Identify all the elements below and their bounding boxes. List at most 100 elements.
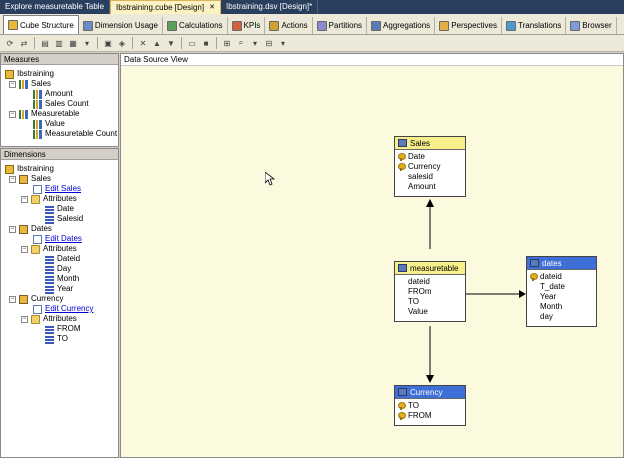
attribute-item[interactable]: Salesid bbox=[45, 214, 83, 224]
measure-item[interactable]: Amount bbox=[33, 89, 73, 99]
doc-tab[interactable]: Explore measuretable Table bbox=[0, 0, 111, 14]
tree-cube-root[interactable]: Ibstraining bbox=[5, 69, 54, 79]
collapse-icon[interactable]: − bbox=[9, 175, 16, 183]
edit-dimension-link[interactable]: Edit Currency bbox=[33, 304, 93, 314]
doc-tab[interactable]: Ibstraining.dsv [Design]* bbox=[221, 0, 319, 14]
dsv-column[interactable]: dateid bbox=[527, 272, 596, 282]
measure-item[interactable]: Measuretable Count bbox=[33, 129, 117, 139]
zoom-icon[interactable]: ⌕ bbox=[238, 38, 244, 47]
dsv-column[interactable]: FROM bbox=[395, 411, 465, 421]
collapse-icon[interactable]: − bbox=[9, 110, 16, 118]
designer-tab[interactable]: Browser bbox=[566, 17, 617, 34]
dsv-table-header[interactable]: measuretable bbox=[395, 262, 465, 275]
attribute-item[interactable]: Day bbox=[45, 264, 71, 274]
dsv-column[interactable]: Value bbox=[395, 307, 465, 317]
designer-tab[interactable]: Dimension Usage bbox=[79, 17, 163, 34]
arrange-dropdown-icon[interactable]: ▾ bbox=[280, 38, 285, 48]
attributes-folder[interactable]: −Attributes bbox=[21, 314, 77, 324]
designer-tab[interactable]: Actions bbox=[265, 17, 313, 34]
dsv-column-name: TO bbox=[408, 297, 419, 306]
designer-tab[interactable]: Cube Structure bbox=[3, 15, 79, 34]
attribute-icon bbox=[45, 214, 54, 224]
dsv-column[interactable]: T_date bbox=[527, 282, 596, 292]
measure-item[interactable]: Value bbox=[33, 119, 65, 129]
edit-dimension-link[interactable]: Edit Dates bbox=[33, 234, 82, 244]
collapse-icon[interactable]: − bbox=[9, 295, 16, 303]
reconnect-icon[interactable]: ⇄ bbox=[20, 38, 28, 48]
dsv-column[interactable]: day bbox=[527, 312, 596, 322]
dsv-column[interactable]: FROm bbox=[395, 287, 465, 297]
dsv-column[interactable]: Year bbox=[527, 292, 596, 302]
attribute-item[interactable]: TO bbox=[45, 334, 68, 344]
attribute-item[interactable]: Dateid bbox=[45, 254, 80, 264]
dimension-node[interactable]: −Dates bbox=[9, 224, 52, 234]
dsv-column[interactable]: TO bbox=[395, 297, 465, 307]
dropdown-arrow-icon[interactable]: ▾ bbox=[84, 38, 89, 48]
collapse-icon[interactable]: − bbox=[21, 315, 28, 323]
tree-item-label: FROM bbox=[57, 324, 81, 333]
attribute-item[interactable]: FROM bbox=[45, 324, 81, 334]
dsv-table-header[interactable]: Sales bbox=[395, 137, 465, 150]
dsv-column[interactable]: Amount bbox=[395, 182, 465, 192]
designer-tab[interactable]: Calculations bbox=[163, 17, 228, 34]
edit-dimension-link[interactable]: Edit Sales bbox=[33, 184, 81, 194]
add-cube-dimension-icon[interactable]: ▣ bbox=[104, 38, 112, 48]
dsv-column[interactable]: salesid bbox=[395, 172, 465, 182]
new-linked-object-icon[interactable]: ◈ bbox=[118, 38, 126, 48]
tree-item-label: Measuretable bbox=[31, 109, 80, 118]
dimension-node[interactable]: −Currency bbox=[9, 294, 63, 304]
designer-tab[interactable]: Partitions bbox=[313, 17, 368, 34]
edit-dimension-link-label[interactable]: Edit Currency bbox=[45, 304, 94, 313]
edit-dimension-link-label[interactable]: Edit Dates bbox=[45, 234, 82, 243]
dsv-column[interactable]: TO bbox=[395, 401, 465, 411]
dsv-column[interactable]: Currency bbox=[395, 162, 465, 172]
attribute-item[interactable]: Date bbox=[45, 204, 74, 214]
delete-icon[interactable]: ✕ bbox=[139, 38, 147, 48]
arrange-tables-icon[interactable]: ⊟ bbox=[265, 38, 273, 48]
designer-tab[interactable]: Translations bbox=[502, 17, 567, 34]
edit-dimension-link-label[interactable]: Edit Sales bbox=[45, 184, 82, 193]
dsv-column[interactable]: dateid bbox=[395, 277, 465, 287]
attribute-item[interactable]: Month bbox=[45, 274, 79, 284]
dsv-column[interactable]: Month bbox=[527, 302, 596, 312]
attribute-item[interactable]: Year bbox=[45, 284, 73, 294]
dsv-column[interactable]: Date bbox=[395, 152, 465, 162]
tree-item-label: Day bbox=[57, 264, 72, 273]
collapse-icon[interactable]: − bbox=[21, 195, 28, 203]
designer-tab[interactable]: KPIs bbox=[228, 17, 266, 34]
new-measure-icon[interactable]: ▤ bbox=[41, 38, 49, 48]
move-up-icon[interactable]: ▲ bbox=[153, 38, 161, 48]
hide-table-icon[interactable]: ■ bbox=[203, 38, 209, 48]
zoom-dropdown-icon[interactable]: ▾ bbox=[252, 38, 257, 48]
show-measures-grid-icon[interactable]: ▦ bbox=[69, 38, 77, 48]
measure-icon bbox=[33, 99, 42, 109]
dsv-table-header[interactable]: Currency bbox=[395, 386, 465, 399]
measure-group[interactable]: −Sales bbox=[9, 79, 51, 89]
new-measure-group-icon[interactable]: ▥ bbox=[55, 38, 63, 48]
close-icon[interactable]: ✕ bbox=[209, 3, 215, 11]
dimension-node[interactable]: −Sales bbox=[9, 174, 51, 184]
refresh-icon[interactable]: ⟳ bbox=[6, 38, 14, 48]
move-down-icon[interactable]: ▼ bbox=[167, 38, 175, 48]
dsv-table-header[interactable]: dates bbox=[527, 257, 596, 270]
collapse-icon[interactable]: − bbox=[9, 80, 16, 88]
designer-tab[interactable]: Aggregations bbox=[367, 17, 436, 34]
measure-item[interactable]: Sales Count bbox=[33, 99, 89, 109]
collapse-icon[interactable]: − bbox=[21, 245, 28, 253]
show-table-icon[interactable]: ▭ bbox=[188, 38, 196, 48]
attributes-folder[interactable]: −Attributes bbox=[21, 244, 77, 254]
measure-group[interactable]: − Measuretable bbox=[9, 109, 79, 119]
attributes-folder[interactable]: −Attributes bbox=[21, 194, 77, 204]
designer-tab[interactable]: Perspectives bbox=[435, 17, 502, 34]
dimension-icon bbox=[19, 174, 28, 184]
collapse-icon[interactable]: − bbox=[9, 225, 16, 233]
diagram-layout-icon[interactable]: ⊞ bbox=[223, 38, 231, 48]
doc-tab[interactable]: Ibstraining.cube [Design]✕ bbox=[110, 0, 221, 14]
tree-cube-root[interactable]: Ibstraining bbox=[5, 164, 54, 174]
key-icon bbox=[398, 412, 406, 420]
